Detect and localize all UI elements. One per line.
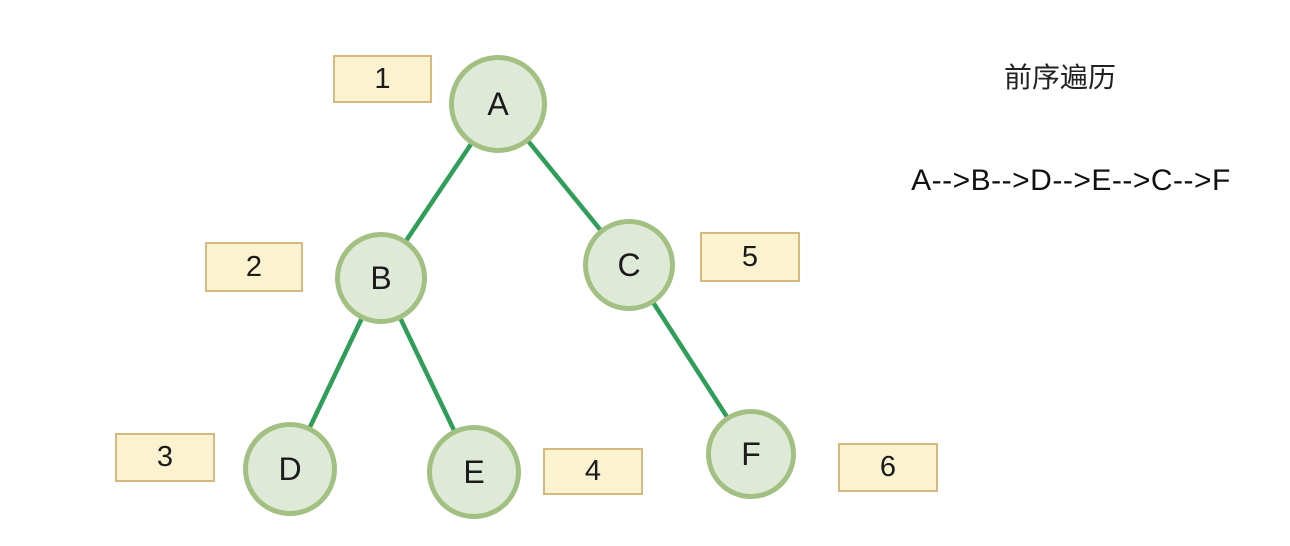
order-label-C: 5 xyxy=(700,232,800,282)
order-label-F: 6 xyxy=(838,443,938,492)
tree-node-F: F xyxy=(706,409,796,499)
tree-node-E: E xyxy=(427,425,521,519)
tree-node-B: B xyxy=(335,232,427,324)
order-label-A: 1 xyxy=(333,55,432,103)
tree-node-D: D xyxy=(243,422,337,516)
traversal-title: 前序遍历 xyxy=(1003,62,1116,93)
order-label-E: 4 xyxy=(543,448,643,495)
order-label-D: 3 xyxy=(115,433,215,482)
traversal-sequence: A-->B-->D-->E-->C-->F xyxy=(911,164,1231,197)
tree-node-C: C xyxy=(583,219,675,311)
tree-node-A: A xyxy=(449,55,547,153)
order-label-B: 2 xyxy=(205,242,303,292)
